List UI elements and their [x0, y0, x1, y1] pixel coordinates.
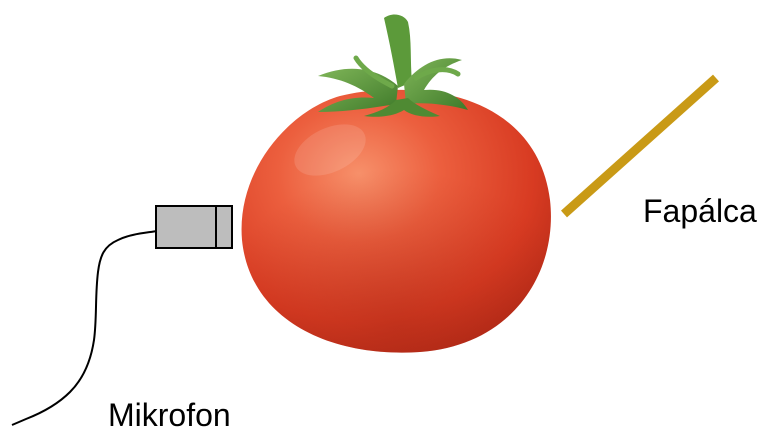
- stick-label: Fapálca: [643, 195, 757, 227]
- tomato-icon: [242, 15, 551, 353]
- microphone-cable-icon: [12, 231, 157, 425]
- microphone-icon: [156, 206, 232, 248]
- microphone-label: Mikrofon: [108, 399, 231, 431]
